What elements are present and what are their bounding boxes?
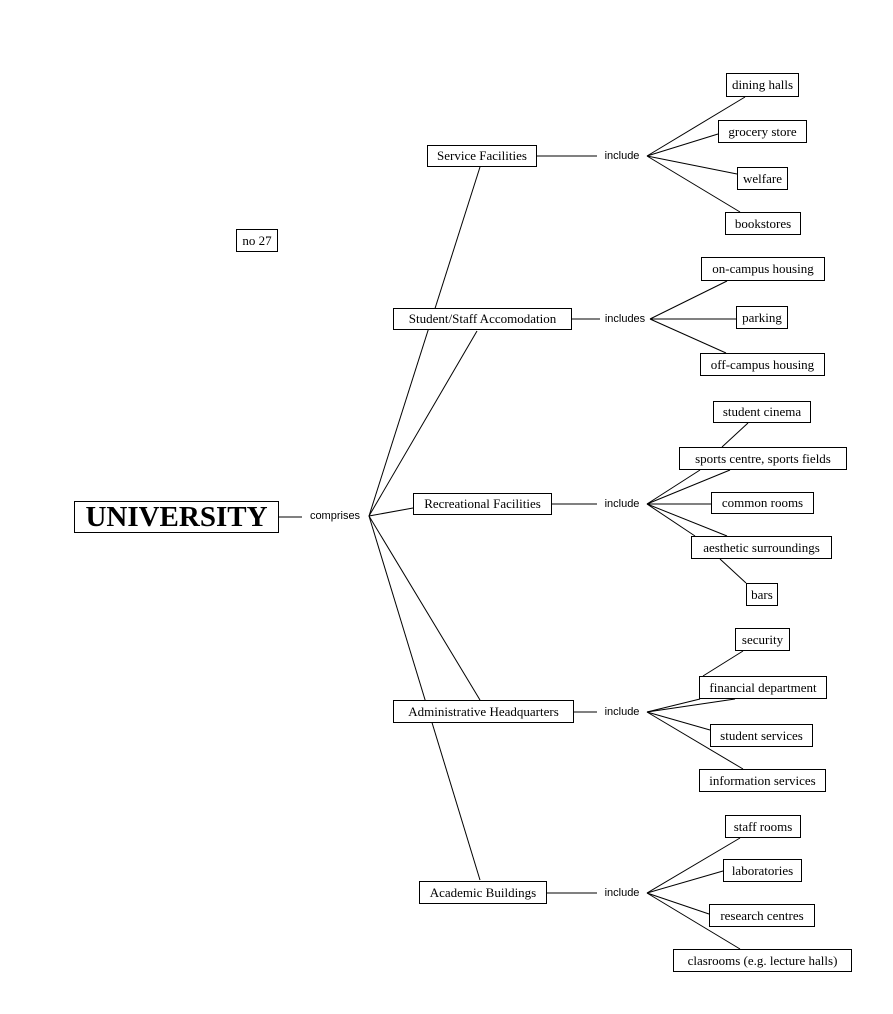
line-comprises-accom: [368, 330, 478, 517]
node-accom[interactable]: Student/Staff Accomodation: [393, 308, 572, 330]
line-comprises-rec: [368, 507, 414, 517]
line-academic-research: [646, 892, 710, 915]
link-label-service: include: [603, 150, 641, 162]
node-bookstores[interactable]: bookstores: [725, 212, 801, 235]
node-infoserv[interactable]: information services: [699, 769, 826, 792]
line-extra-security: [702, 650, 744, 677]
line-accom-oncampus: [649, 280, 728, 320]
node-note[interactable]: no 27: [236, 229, 278, 252]
line-rec-sports: [646, 469, 701, 505]
node-sports[interactable]: sports centre, sports fields: [679, 447, 847, 470]
line-extra-bars: [719, 558, 747, 584]
line-service-welfare: [646, 155, 738, 175]
line-academic-staffrooms: [646, 837, 741, 894]
node-cinema[interactable]: student cinema: [713, 401, 811, 423]
line-admin-security: [646, 698, 736, 713]
node-welfare[interactable]: welfare: [737, 167, 788, 190]
node-bars[interactable]: bars: [746, 583, 778, 606]
node-oncampus[interactable]: on-campus housing: [701, 257, 825, 281]
node-labs[interactable]: laboratories: [723, 859, 802, 882]
line-rec-aesthetic: [646, 503, 728, 537]
node-financial[interactable]: financial department: [699, 676, 827, 699]
node-security[interactable]: security: [735, 628, 790, 651]
node-academic[interactable]: Academic Buildings: [419, 881, 547, 904]
link-label-rec: include: [603, 498, 641, 510]
line-admin-financial: [646, 698, 701, 713]
node-service[interactable]: Service Facilities: [427, 145, 537, 167]
link-label-accom: includes: [603, 313, 647, 325]
node-parking[interactable]: parking: [736, 306, 788, 329]
link-label-admin: include: [603, 706, 641, 718]
node-studserv[interactable]: student services: [710, 724, 813, 747]
line-comprises-academic: [368, 515, 481, 881]
link-label-academic: include: [603, 887, 641, 899]
line-comprises-service: [368, 166, 481, 517]
line-academic-labs: [646, 870, 724, 894]
line-rec-bars: [646, 503, 696, 537]
line-admin-studserv: [646, 711, 711, 731]
line-extra-cinema: [721, 422, 749, 448]
node-dining[interactable]: dining halls: [726, 73, 799, 97]
line-service-dining: [646, 96, 746, 157]
line-accom-offcampus: [649, 318, 727, 354]
node-admin[interactable]: Administrative Headquarters: [393, 700, 574, 723]
line-service-grocery: [646, 133, 719, 157]
line-rec-cinema: [646, 469, 731, 505]
node-aesthetic[interactable]: aesthetic surroundings: [691, 536, 832, 559]
node-common[interactable]: common rooms: [711, 492, 814, 514]
node-rec[interactable]: Recreational Facilities: [413, 493, 552, 515]
node-classrooms[interactable]: clasrooms (e.g. lecture halls): [673, 949, 852, 972]
node-university[interactable]: UNIVERSITY: [74, 501, 279, 533]
line-service-bookstores: [646, 155, 741, 213]
node-grocery[interactable]: grocery store: [718, 120, 807, 143]
node-research[interactable]: research centres: [709, 904, 815, 927]
link-label-comprises: comprises: [308, 510, 362, 522]
node-offcampus[interactable]: off-campus housing: [700, 353, 825, 376]
line-comprises-admin: [368, 515, 481, 701]
line-academic-classrooms: [646, 892, 741, 950]
line-admin-infoserv: [646, 711, 744, 770]
node-staffrooms[interactable]: staff rooms: [725, 815, 801, 838]
